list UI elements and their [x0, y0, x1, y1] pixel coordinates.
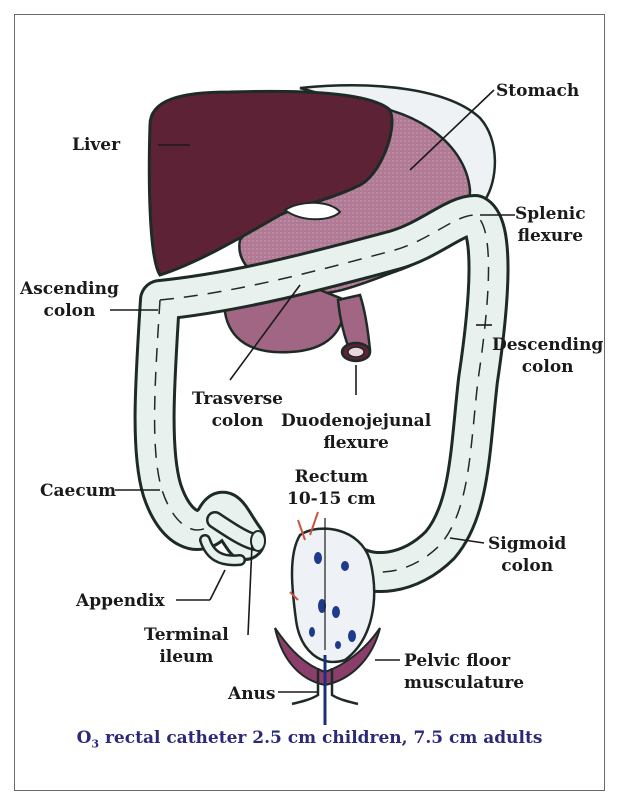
jejunum-tube	[338, 295, 370, 350]
label-rectum: Rectum 10-15 cm	[287, 466, 376, 510]
label-duodenojejunal-flexure: Duodenojejunal flexure	[281, 410, 431, 454]
label-appendix: Appendix	[76, 590, 165, 612]
label-descending-colon: Descending colon	[492, 334, 603, 378]
label-sigmoid-colon: Sigmoid colon	[488, 533, 566, 577]
label-splenic-flexure: Splenic flexure	[515, 203, 586, 247]
label-transverse-colon: Trasverse colon	[192, 388, 283, 432]
label-stomach: Stomach	[496, 80, 579, 102]
label-anus: Anus	[228, 683, 275, 705]
label-terminal-ileum: Terminal ileum	[144, 624, 229, 668]
label-ascending-colon: Ascending colon	[20, 278, 119, 322]
label-pelvic-floor-musculature: Pelvic floor musculature	[404, 650, 524, 694]
rectum-shape	[292, 529, 374, 662]
caption: O3 rectal catheter 2.5 cm children, 7.5 …	[0, 728, 619, 750]
label-liver: Liver	[72, 134, 120, 156]
label-caecum: Caecum	[40, 480, 116, 502]
